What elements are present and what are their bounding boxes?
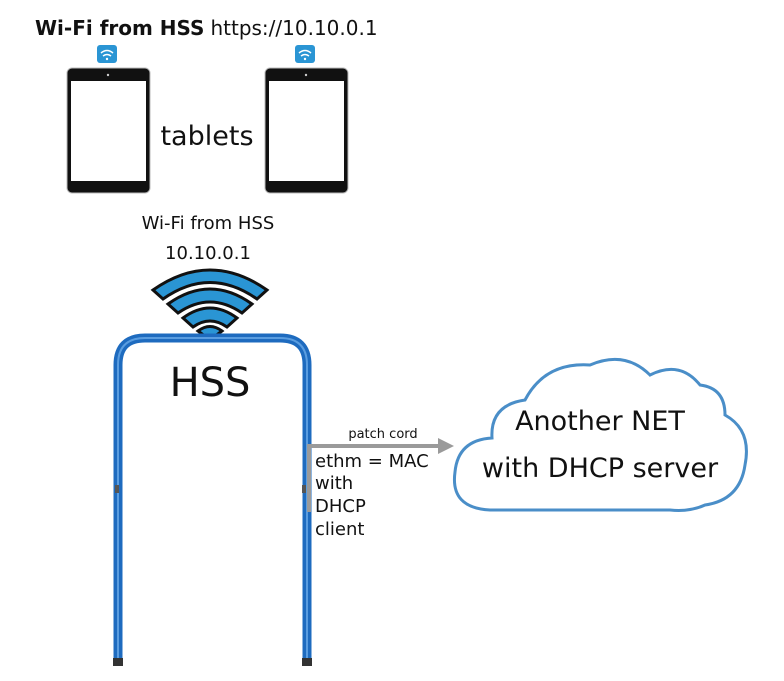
patch-cord-arrow bbox=[307, 438, 454, 512]
tablet-left bbox=[66, 45, 151, 194]
cloud-title: Another NET bbox=[515, 406, 685, 437]
cloud-subtitle: with DHCP server bbox=[482, 453, 719, 484]
tablets-label: tablets bbox=[160, 121, 253, 152]
wifi-icon bbox=[150, 268, 270, 342]
wifi-label: Wi-Fi from HSS bbox=[142, 213, 275, 234]
patch-cord-label: patch cord bbox=[348, 427, 417, 442]
hss-label: HSS bbox=[170, 360, 251, 406]
ethm-line: ethm = MAC bbox=[315, 451, 429, 472]
tablet-right bbox=[264, 45, 349, 194]
ethm-line: DHCP bbox=[315, 496, 366, 517]
wifi-ip-label: 10.10.0.1 bbox=[165, 243, 251, 264]
ethm-line: client bbox=[315, 519, 364, 540]
hss-gate bbox=[113, 333, 312, 666]
ethm-line: with bbox=[315, 473, 353, 494]
cloud-shape bbox=[452, 357, 748, 512]
